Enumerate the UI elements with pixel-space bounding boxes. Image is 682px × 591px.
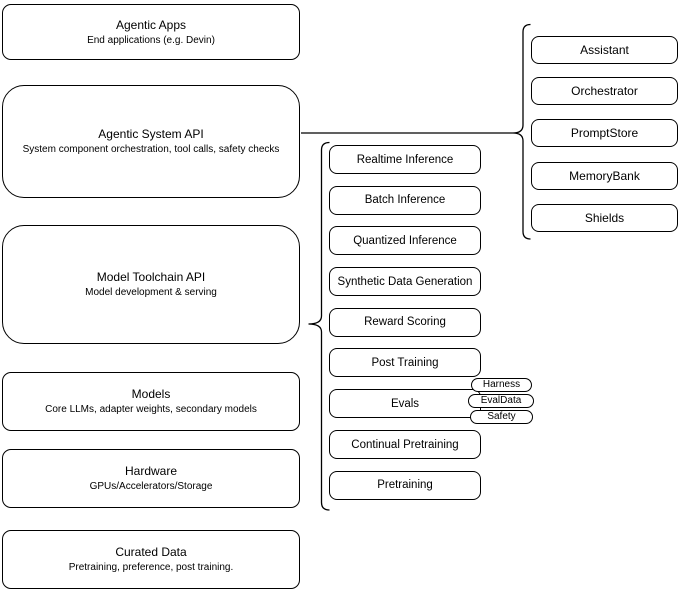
node-curated-data: Curated Data Pretraining, preference, po… [2, 530, 300, 589]
component-promptstore: PromptStore [531, 119, 678, 147]
toolchain-item-pretraining: Pretraining [329, 470, 481, 500]
node-label: Shields [584, 211, 625, 225]
pill-label: Safety [487, 410, 516, 422]
eval-tag-harness: Harness [471, 378, 532, 392]
node-label: Reward Scoring [364, 316, 446, 328]
component-memorybank: MemoryBank [531, 162, 678, 190]
node-label: Pretraining [377, 479, 433, 491]
node-label: Batch Inference [364, 194, 446, 206]
node-title: Models [131, 387, 171, 401]
node-title: Agentic Apps [115, 17, 187, 32]
node-title: Model Toolchain API [96, 270, 206, 284]
node-subtitle: End applications (e.g. Devin) [87, 34, 215, 46]
pill-label: Harness [482, 378, 521, 390]
node-label: PromptStore [570, 126, 639, 140]
toolchain-item-realtime-inference: Realtime Inference [329, 145, 481, 174]
toolchain-item-post-training: Post Training [329, 348, 481, 377]
node-label: Realtime Inference [356, 153, 454, 166]
component-assistant: Assistant [531, 36, 678, 64]
eval-tag-safety: Safety [470, 410, 533, 424]
node-title: Curated Data [115, 545, 187, 559]
node-agentic-apps: Agentic Apps End applications (e.g. Devi… [2, 4, 300, 60]
toolchain-item-reward-scoring: Reward Scoring [329, 307, 481, 337]
toolchain-item-continual-pretraining: Continual Pretraining [329, 430, 481, 459]
toolchain-item-quantized-inference: Quantized Inference [329, 226, 481, 255]
components-brace [512, 23, 531, 240]
node-subtitle: Model development & serving [85, 287, 217, 298]
toolchain-item-synthetic-data-generation: Synthetic Data Generation [329, 267, 481, 296]
toolchain-item-evals: Evals [329, 389, 481, 418]
node-label: Quantized Inference [353, 234, 457, 247]
node-label: Synthetic Data Generation [337, 275, 473, 288]
node-label: Orchestrator [571, 84, 638, 98]
toolchain-brace [308, 141, 330, 511]
node-subtitle: Pretraining, preference, post training. [68, 562, 234, 573]
node-label: Evals [390, 397, 420, 410]
node-models: Models Core LLMs, adapter weights, secon… [2, 372, 300, 431]
pill-label: EvalData [480, 394, 522, 406]
node-subtitle: Core LLMs, adapter weights, secondary mo… [45, 404, 257, 415]
node-label: Assistant [580, 43, 629, 57]
node-label: Continual Pretraining [351, 438, 459, 451]
node-model-toolchain-api: Model Toolchain API Model development & … [2, 225, 300, 344]
toolchain-item-batch-inference: Batch Inference [329, 185, 481, 215]
node-agentic-system-api: Agentic System API System component orch… [2, 85, 300, 198]
node-label: MemoryBank [569, 169, 640, 183]
eval-tag-evaldata: EvalData [468, 394, 534, 408]
node-title: Agentic System API [98, 127, 204, 141]
node-title: Hardware [124, 464, 178, 478]
node-label: Post Training [371, 356, 439, 369]
node-subtitle: GPUs/Accelerators/Storage [89, 481, 213, 492]
node-subtitle: System component orchestration, tool cal… [22, 144, 280, 155]
node-hardware: Hardware GPUs/Accelerators/Storage [2, 449, 300, 508]
component-shields: Shields [531, 204, 678, 232]
component-orchestrator: Orchestrator [531, 77, 678, 105]
